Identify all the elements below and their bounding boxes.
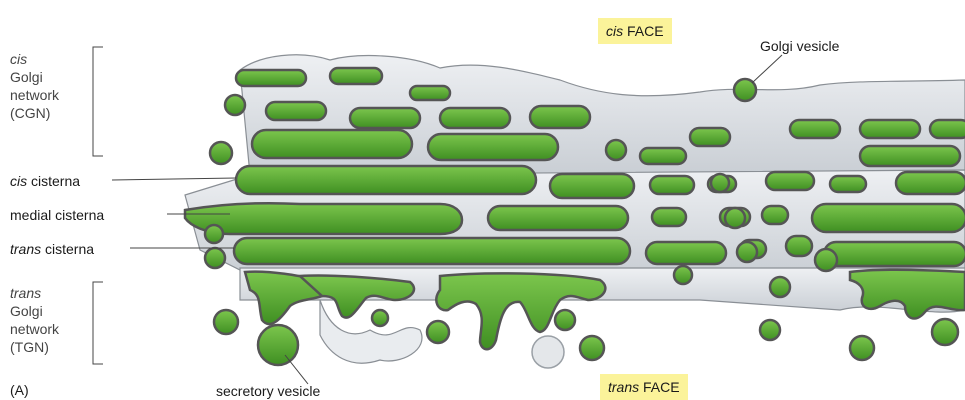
golgi-vesicle-leader (752, 55, 782, 83)
panel-letter: (A) (10, 381, 29, 399)
tgn-label-line2: Golgi (10, 302, 59, 320)
cgn-label-line2: Golgi (10, 68, 59, 86)
golgi-vesicle-label: Golgi vesicle (760, 37, 839, 55)
tgn-bracket (93, 282, 103, 364)
trans-cisterna-label: trans cisterna (10, 240, 94, 258)
tgn-label-line1: trans (10, 285, 41, 301)
cgn-label-line3: network (10, 86, 59, 104)
trans-face-prefix: trans (608, 379, 639, 395)
trans-cisterna-suffix: cisterna (41, 241, 94, 257)
cis-face-label: cis FACE (598, 18, 672, 44)
cis-cisterna-suffix: cisterna (27, 173, 80, 189)
tgn-label-line4: (TGN) (10, 338, 59, 356)
trans-cisterna-prefix: trans (10, 241, 41, 257)
tgn-tubular-network (320, 300, 422, 363)
cgn-label-line1: cis (10, 51, 27, 67)
cis-face-suffix: FACE (623, 23, 663, 39)
cis-face-prefix: cis (606, 23, 623, 39)
cis-cisterna-prefix: cis (10, 173, 27, 189)
trans-face-suffix: FACE (639, 379, 679, 395)
cgn-label-line4: (CGN) (10, 104, 59, 122)
tgn-label-line3: network (10, 320, 59, 338)
medial-cisterna-label: medial cisterna (10, 206, 104, 224)
trans-face-label: trans FACE (600, 374, 688, 400)
tgn-label: trans Golgi network (TGN) (10, 284, 59, 356)
cgn-label: cis Golgi network (CGN) (10, 50, 59, 122)
cis-cisterna-leader (112, 178, 236, 180)
secretory-vesicle-leader (285, 355, 308, 384)
cgn-bracket (93, 47, 103, 156)
cis-cisterna-label: cis cisterna (10, 172, 80, 190)
secretory-vesicle-label: secretory vesicle (216, 382, 320, 400)
medial-cisterna (185, 203, 965, 234)
